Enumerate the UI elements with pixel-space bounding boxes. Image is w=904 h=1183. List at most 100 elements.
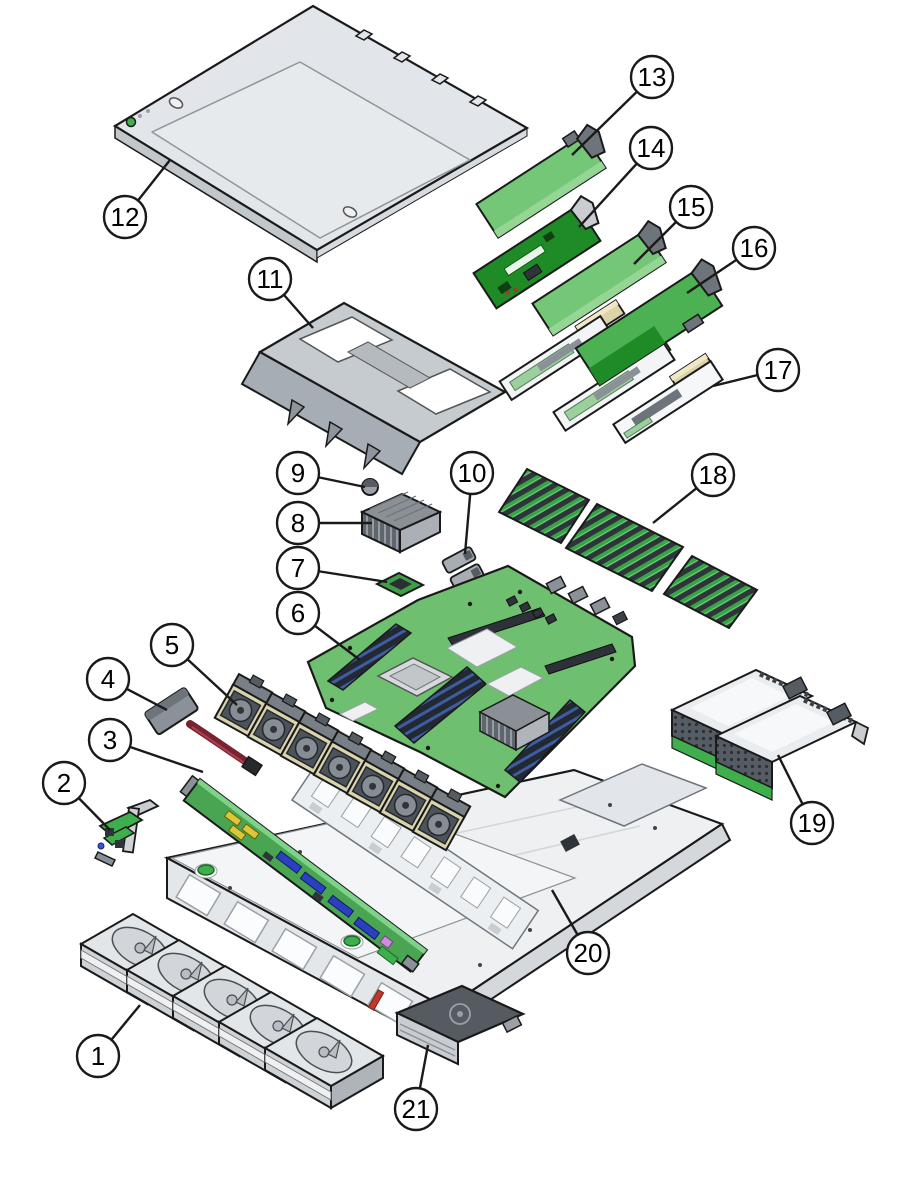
service-tab-red bbox=[367, 989, 385, 1011]
cover-tab bbox=[392, 51, 412, 63]
baffle-fin bbox=[324, 420, 344, 449]
callout-label-21: 21 bbox=[402, 1094, 431, 1124]
callout-label-8: 8 bbox=[291, 508, 305, 538]
card-bracket bbox=[575, 123, 606, 160]
release-button-green bbox=[343, 935, 361, 947]
board-white-zone bbox=[445, 628, 519, 668]
callout-circle-processor bbox=[275, 545, 321, 591]
callout-circle-dvd-drive bbox=[393, 1086, 439, 1132]
callout-label-7: 7 bbox=[291, 553, 305, 583]
callout-circle-pcie-card-2 bbox=[628, 125, 674, 171]
release-button-green bbox=[197, 864, 215, 876]
baffle-window bbox=[298, 316, 394, 363]
callout-circle-drive-assemblies bbox=[75, 1033, 121, 1079]
card-bracket bbox=[636, 219, 667, 256]
callout-circle-air-baffle bbox=[247, 256, 293, 302]
front-indicator-module bbox=[93, 798, 160, 867]
backplane-connector-blue bbox=[299, 871, 327, 895]
pcie-riser-17 bbox=[611, 352, 725, 445]
callout-circle-dimm-memory bbox=[690, 452, 736, 498]
riser-bracket-a bbox=[498, 314, 614, 402]
backplane-connector-yellow bbox=[223, 809, 243, 827]
cover-tab bbox=[430, 73, 450, 85]
baffle-window bbox=[396, 368, 492, 415]
pcie-card-2 bbox=[472, 194, 602, 310]
backplane-connector-pink bbox=[379, 935, 394, 949]
cover-release-button bbox=[125, 116, 137, 128]
callout-label-1: 1 bbox=[91, 1041, 105, 1071]
psu-handle bbox=[850, 720, 870, 746]
pcie-card-4 bbox=[574, 258, 724, 387]
callout-circle-pcie-card-1 bbox=[629, 54, 675, 100]
dimm-slot-group bbox=[326, 623, 413, 691]
callout-label-13: 13 bbox=[638, 62, 667, 92]
io-connector bbox=[545, 575, 567, 595]
callout-label-19: 19 bbox=[798, 808, 827, 838]
fan-module bbox=[246, 691, 307, 757]
callout-label-17: 17 bbox=[764, 355, 793, 385]
air-baffle bbox=[240, 301, 508, 476]
callout-circle-power-supplies bbox=[789, 800, 835, 846]
dvd-drive bbox=[394, 984, 526, 1066]
drive bbox=[262, 1016, 386, 1110]
backplane-connector-yellow bbox=[241, 823, 260, 840]
backplane-connector-blue bbox=[327, 894, 355, 919]
backplane-connector-blue bbox=[275, 850, 303, 874]
callout-circle-motherboard bbox=[275, 590, 321, 636]
backplane-connector-yellow bbox=[227, 824, 247, 841]
callout-circle-interconnect-cable bbox=[85, 656, 131, 702]
processor-heatsink bbox=[359, 491, 443, 554]
fan-modules bbox=[213, 672, 472, 852]
pcie-card-3 bbox=[531, 219, 667, 337]
riser-17-bracket bbox=[611, 359, 725, 445]
cable-connectors bbox=[441, 546, 485, 591]
power-supplies bbox=[669, 668, 870, 801]
fan-module bbox=[279, 710, 340, 776]
callout-label-20: 20 bbox=[574, 938, 603, 968]
callout-label-18: 18 bbox=[699, 460, 728, 490]
drive-backplane bbox=[179, 774, 429, 973]
power-supply bbox=[669, 668, 815, 775]
dimm-bank-3 bbox=[662, 554, 759, 630]
interconnect-cable bbox=[144, 687, 264, 777]
motherboard bbox=[306, 564, 637, 799]
callout-label-10: 10 bbox=[458, 458, 487, 488]
callout-circle-pcie-card-3 bbox=[668, 184, 714, 230]
io-connector bbox=[567, 585, 589, 605]
callout-circle-cable-connectors bbox=[449, 450, 495, 496]
board-white-zone bbox=[485, 666, 545, 697]
callout-circle-system-battery bbox=[275, 450, 321, 496]
callout-circle-fan-modules bbox=[149, 622, 195, 668]
callout-circle-chassis bbox=[565, 930, 611, 976]
callout-label-2: 2 bbox=[57, 768, 71, 798]
card-bracket bbox=[690, 258, 723, 297]
callout-label-16: 16 bbox=[740, 233, 769, 263]
power-supply bbox=[713, 694, 870, 801]
pcie-card-1 bbox=[475, 123, 607, 240]
cover-tab bbox=[468, 95, 488, 107]
callout-circle-pcie-riser bbox=[755, 347, 801, 393]
pcie-riser-brackets bbox=[498, 298, 676, 433]
drive-assemblies bbox=[78, 912, 386, 1110]
baffle-fin bbox=[286, 398, 306, 427]
cable-connector-head bbox=[144, 687, 199, 735]
cover-screw bbox=[168, 97, 184, 109]
callout-circle-drive-backplane bbox=[87, 717, 133, 763]
dvd-latch bbox=[501, 1014, 523, 1034]
io-connector bbox=[589, 596, 611, 616]
callout-label-4: 4 bbox=[101, 664, 115, 694]
dimm-bank-2 bbox=[564, 502, 685, 593]
callout-label-11: 11 bbox=[257, 264, 284, 294]
fan-module bbox=[411, 786, 472, 852]
callout-label-14: 14 bbox=[637, 133, 666, 163]
callout-label-3: 3 bbox=[103, 725, 117, 755]
callout-label-12: 12 bbox=[111, 202, 140, 232]
pcie-slot bbox=[544, 643, 617, 675]
callout-label-15: 15 bbox=[677, 192, 706, 222]
cover-tab bbox=[354, 29, 374, 41]
processor bbox=[374, 571, 426, 598]
board-white-zone bbox=[338, 701, 380, 722]
